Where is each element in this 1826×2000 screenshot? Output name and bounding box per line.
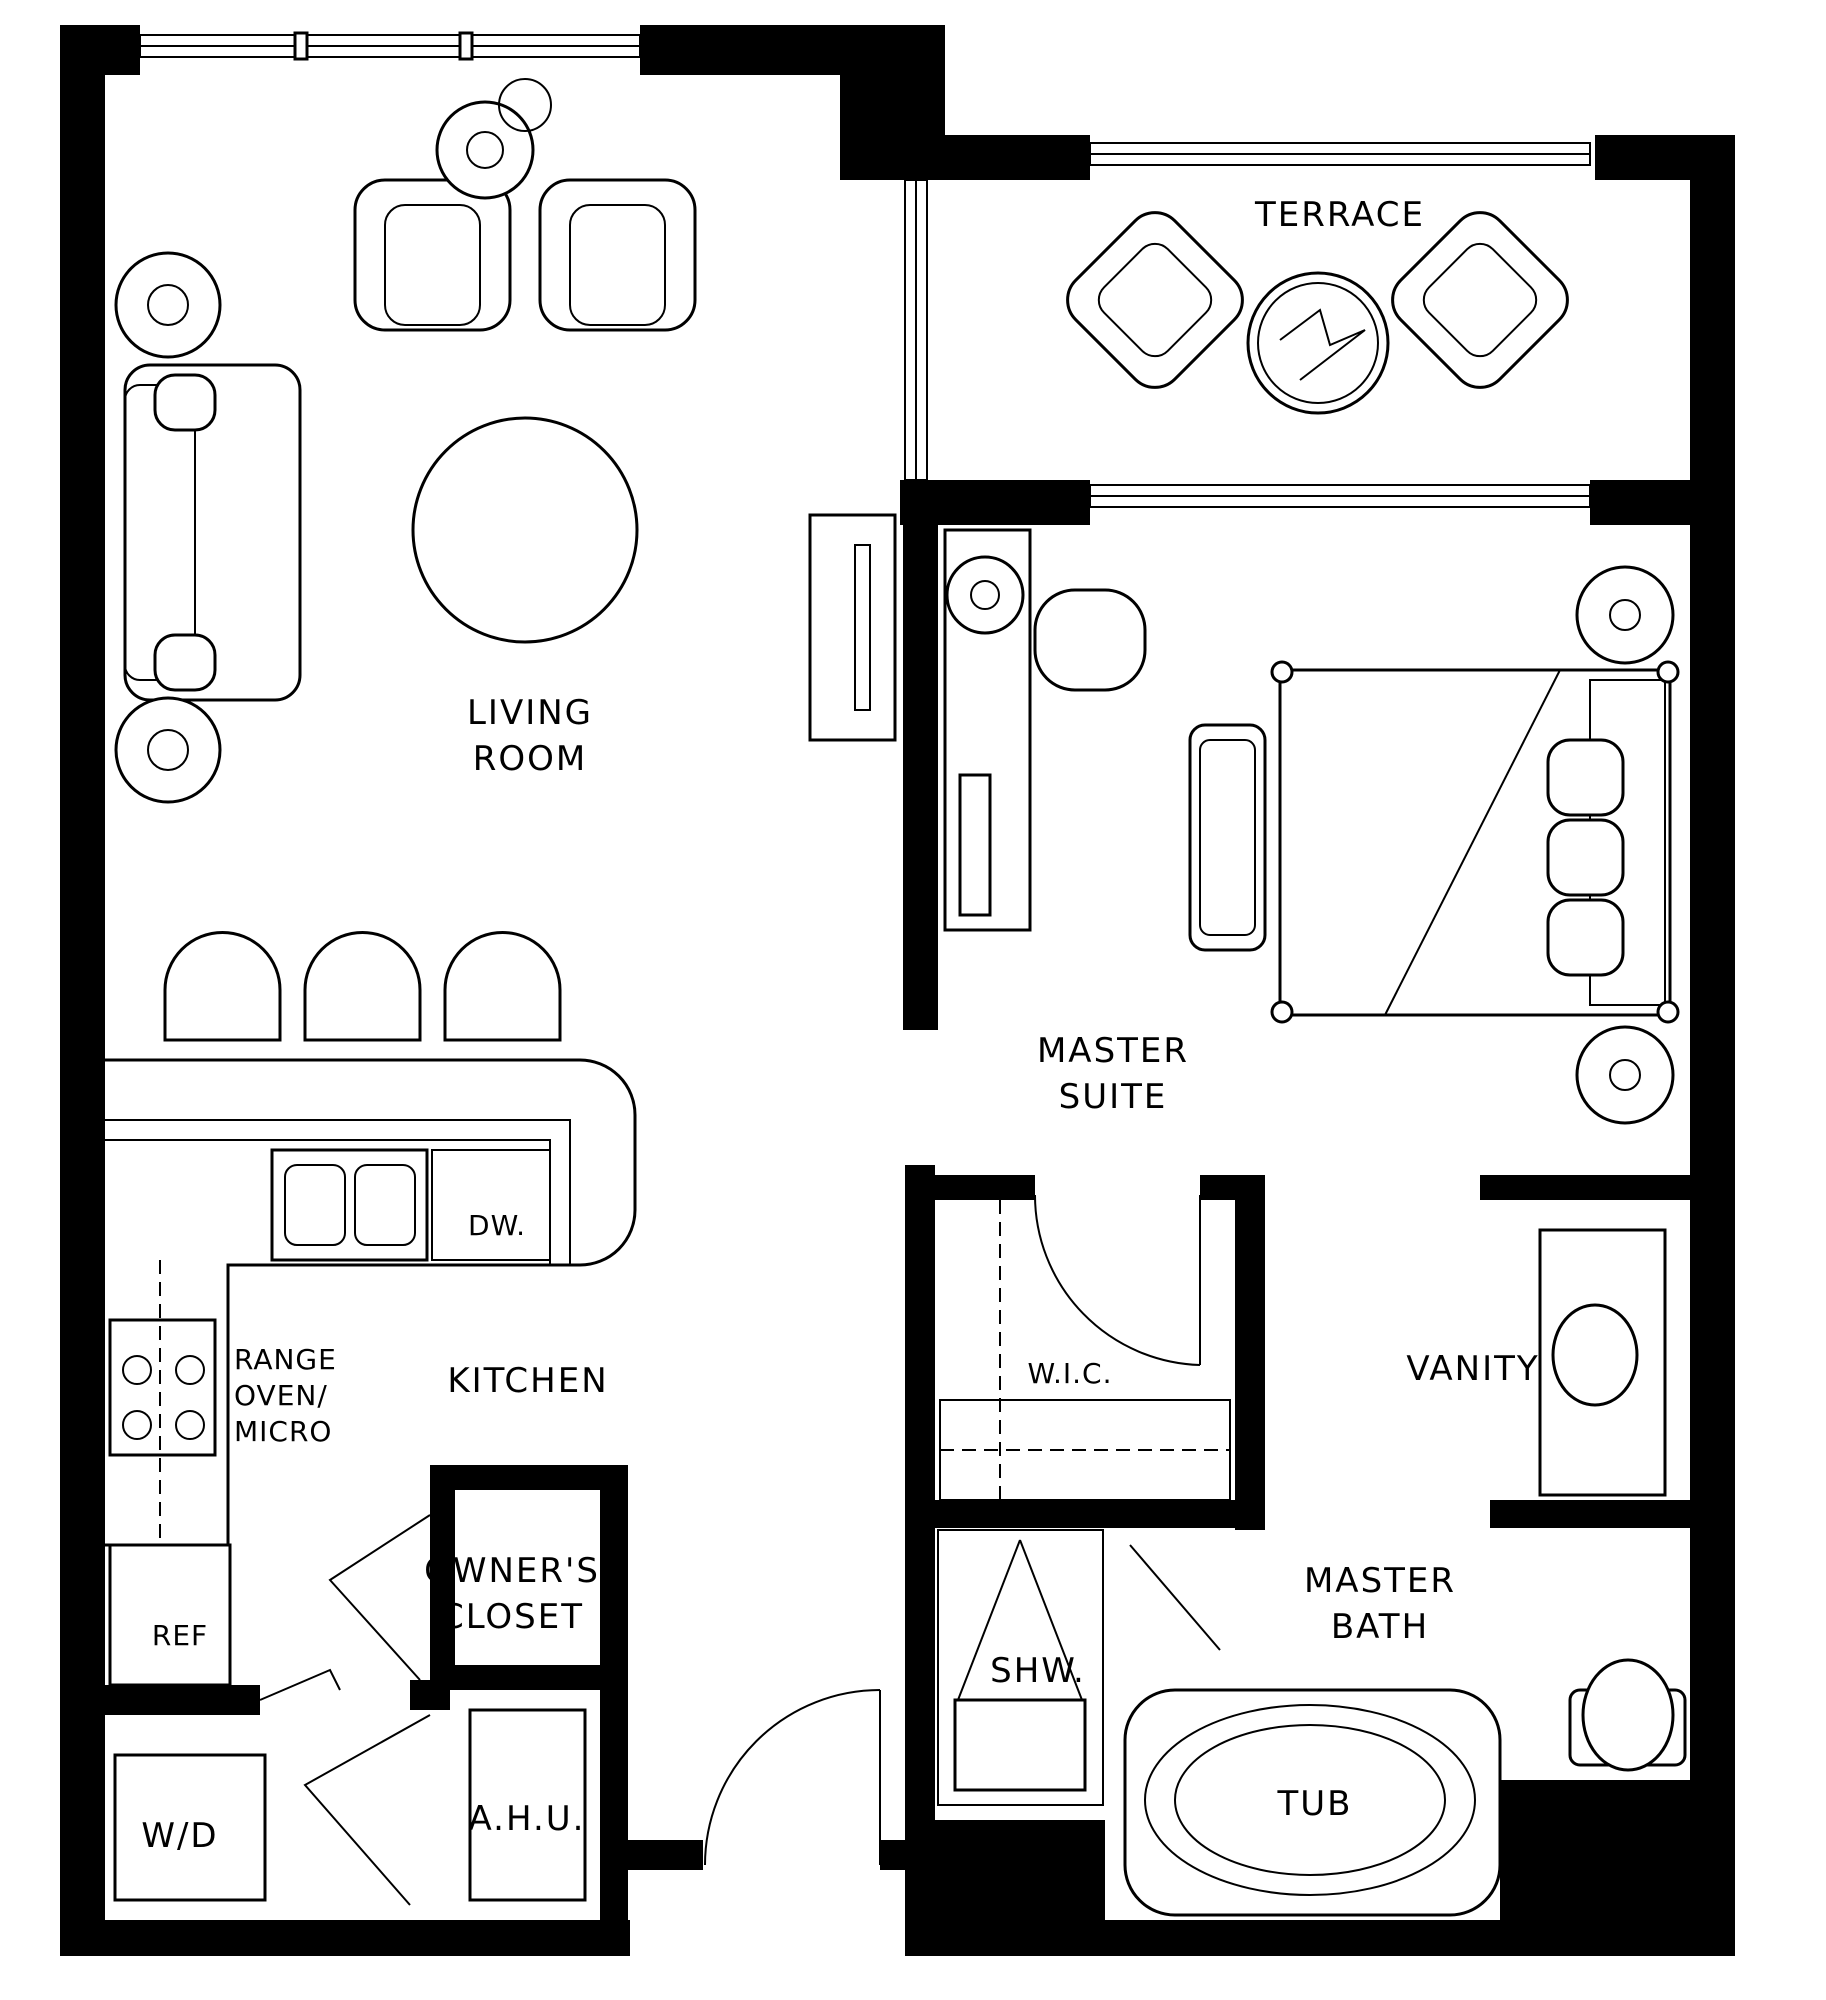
- label-master-bath-line-2: BATH: [1331, 1607, 1429, 1647]
- label-dishwasher: DW.: [468, 1209, 526, 1242]
- label-range-line-1: RANGE: [234, 1343, 337, 1376]
- label-range-line-2: OVEN/: [234, 1379, 328, 1412]
- room-labels: LIVING ROOM TERRACE MASTER SUITE KITCHEN…: [141, 195, 1539, 1856]
- label-ref: REF: [152, 1619, 208, 1652]
- label-master-bath-line-1: MASTER: [1304, 1561, 1456, 1601]
- doors: [259, 1514, 881, 1906]
- label-owners-closet-line-2: CLOSET: [440, 1597, 584, 1637]
- label-wic: W.I.C.: [1028, 1357, 1113, 1390]
- kitchen-fixtures: [105, 1058, 637, 1902]
- label-owners-closet-line-1: OWNER'S: [424, 1551, 600, 1591]
- bath-fixtures: [937, 1194, 1687, 1917]
- label-master-suite-line-1: MASTER: [1037, 1031, 1189, 1071]
- living-room-furniture: [114, 78, 897, 1042]
- label-shower: SHW.: [990, 1651, 1086, 1691]
- label-terrace: TERRACE: [1254, 195, 1425, 235]
- label-range-line-3: MICRO: [234, 1415, 332, 1448]
- master-suite-furniture: [943, 528, 1680, 1125]
- label-ahu: A.H.U.: [469, 1799, 586, 1839]
- label-living-line-2: ROOM: [473, 739, 587, 779]
- terrace-furniture: [1066, 211, 1569, 415]
- label-living-line-1: LIVING: [467, 693, 593, 733]
- windows: [139, 31, 1591, 508]
- label-vanity: VANITY: [1406, 1349, 1539, 1389]
- walls: [60, 25, 1735, 1956]
- label-tub: TUB: [1277, 1784, 1353, 1824]
- label-master-suite-line-2: SUITE: [1059, 1077, 1168, 1117]
- label-washer-dryer: W/D: [141, 1816, 218, 1856]
- label-kitchen: KITCHEN: [447, 1361, 608, 1401]
